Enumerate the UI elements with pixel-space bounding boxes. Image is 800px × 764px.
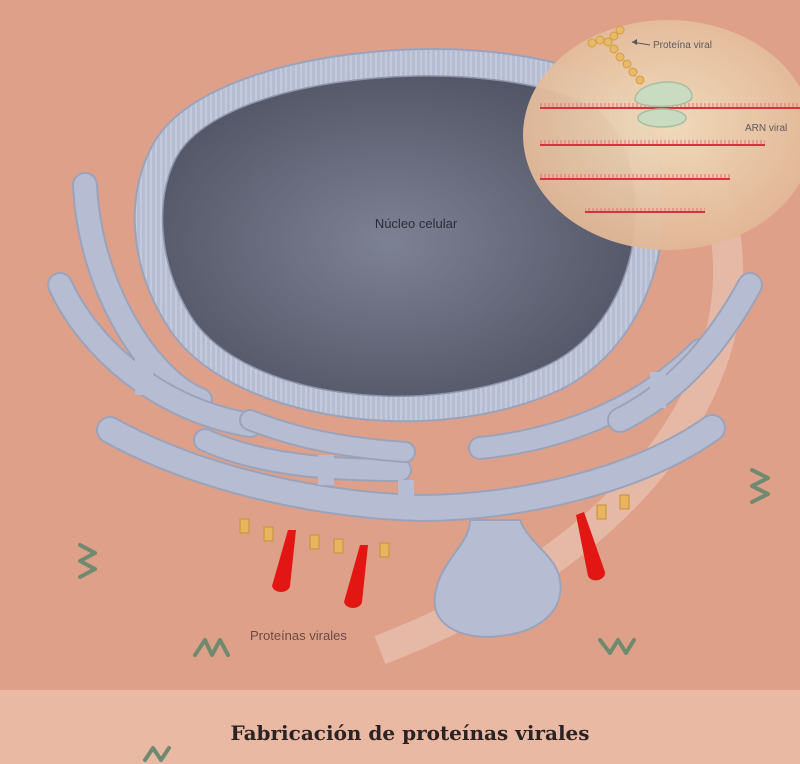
viral-protein-label: Proteína viral [653,40,712,51]
caption-strip [0,690,800,764]
magnifier-inset [523,20,800,250]
viral-proteins-label: Proteínas virales [250,628,347,643]
squiggles [78,468,770,762]
endoplasmic-reticulum [47,172,763,638]
er-vesicle [433,519,562,638]
squiggle-4 [750,468,770,504]
squiggle-3 [598,638,636,655]
red-protein-3 [576,512,606,581]
squiggle-2 [193,638,230,657]
red-protein-1 [272,530,296,592]
viral-rna-label: ARN viral [745,123,787,134]
squiggle-5 [143,746,171,762]
red-viral-proteins [272,512,606,608]
protein-chain [587,25,645,85]
diagram-caption: Fabricación de proteínas virales [230,721,589,745]
red-protein-2 [344,545,368,608]
squiggle-1 [78,543,97,579]
nucleus [161,75,637,398]
nucleus-label: Núcleo celular [375,216,458,231]
ribosome [634,81,693,128]
orange-markers [239,494,630,558]
magnifier-circle [523,20,800,250]
